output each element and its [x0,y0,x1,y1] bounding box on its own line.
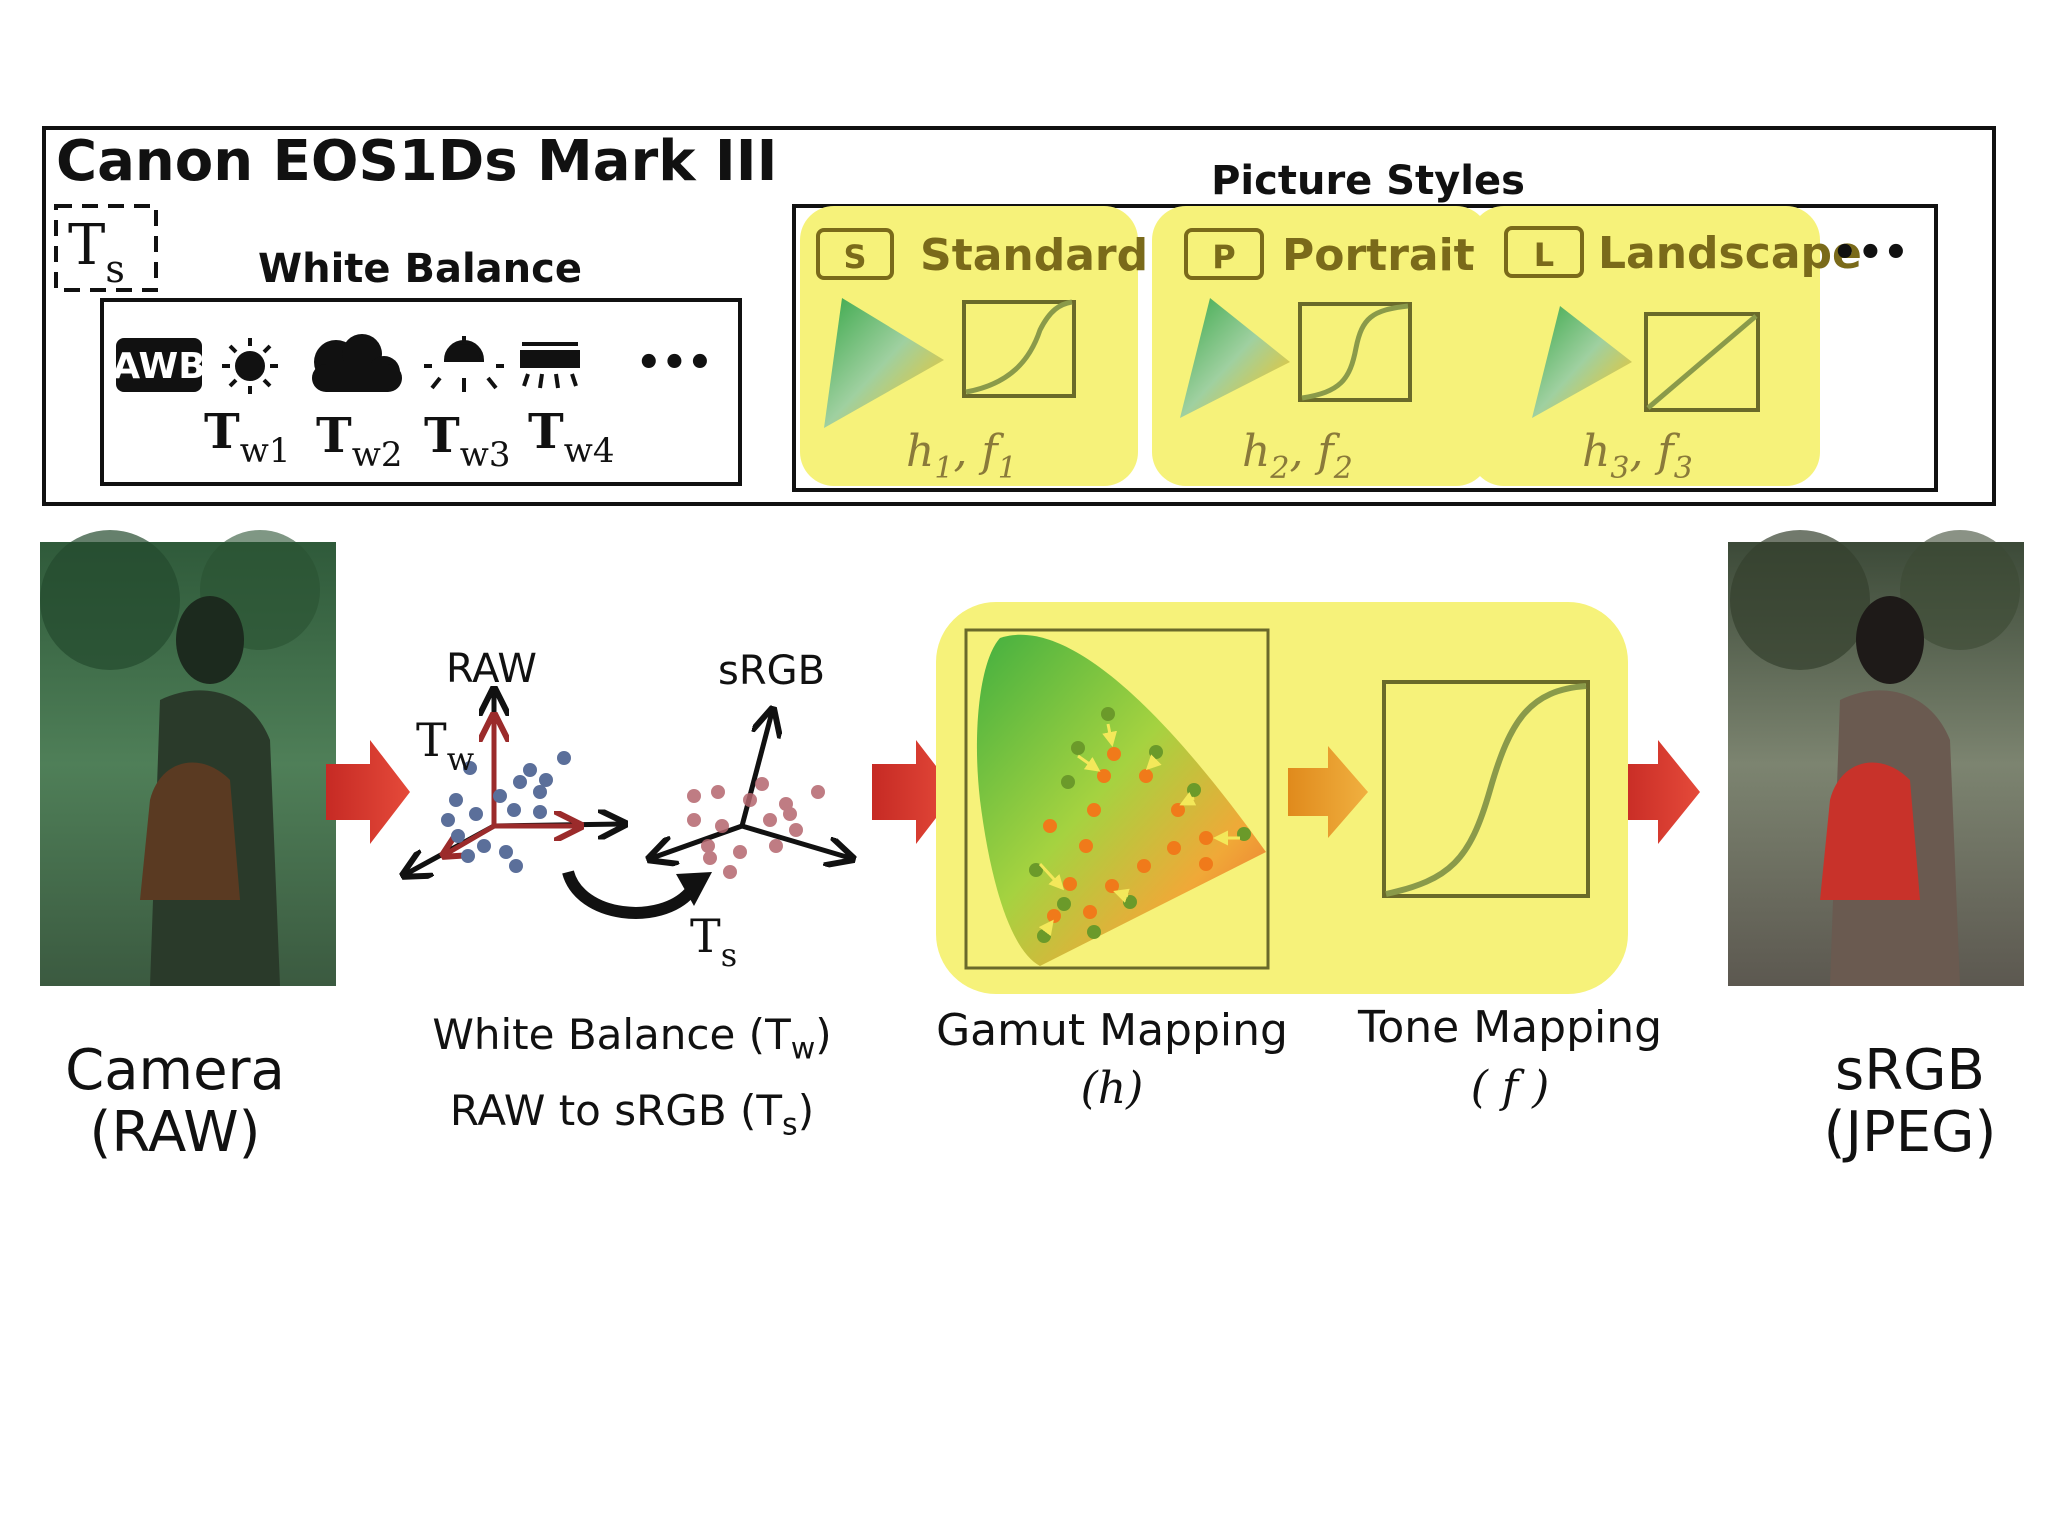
style-landscape-params: h3, f3 [1582,426,1693,486]
gamut-mapping-box [964,628,1270,970]
srgb-photo [1728,530,2024,986]
ts-label: Ts [690,909,737,974]
style-standard-params: h1, f1 [906,426,1017,486]
ts-box-symbol: Ts [68,213,125,291]
style-portrait-gamut-icon [1180,298,1290,418]
style-landscape-badge [1504,226,1584,278]
ts-dashed-box [54,204,158,292]
style-landscape-gamut-icon [1532,306,1632,418]
arrow-gamut-to-tone [1288,746,1368,838]
srgb-output-line2: (JPEG) [1823,1100,1997,1165]
style-landscape-tone-icon [1644,312,1760,412]
wb-caption: White Balance (Tw) RAW to sRGB (Ts) [402,1004,862,1157]
tw-label: Tw [416,713,474,778]
style-standard-letter: S [843,238,866,276]
srgb-output-caption: sRGB (JPEG) [1780,1040,2040,1164]
tone-caption-line2: ( f ) [1470,1062,1550,1113]
white-balance-title: White Balance [258,246,582,292]
tw2-label: Tw2 [316,408,402,475]
white-balance-more: ••• [636,340,713,386]
picture-styles-more: ••• [1832,230,1909,276]
camera-raw-caption: Camera (RAW) [40,1040,310,1164]
gamut-caption: Gamut Mapping (h) [932,1002,1292,1118]
raw-photo [40,530,336,986]
style-standard-badge [816,228,894,280]
gamut-caption-line2: (h) [1080,1063,1144,1114]
ts-transform-arrow [562,869,712,919]
style-portrait-tone-curve [1301,303,1409,401]
tone-caption: Tone Mapping ( f ) [1330,998,1690,1118]
srgb-output-line1: sRGB [1835,1038,1985,1103]
style-standard-tone-icon [962,300,1076,398]
arrow-raw-to-wb [326,740,410,844]
srgb-axis-label: sRGB [718,648,825,694]
style-portrait-badge [1184,228,1264,280]
style-standard-tone-curve [965,299,1073,395]
raw-axis-label: RAW [446,646,537,692]
raw-color-space [406,692,622,874]
srgb-color-space [652,712,850,879]
svg-text:AWB: AWB [112,346,205,387]
style-portrait-name: Portrait [1282,230,1475,281]
camera-name: Canon EOS1Ds Mark III [56,129,777,194]
wb-caption-line1: White Balance (Tw) [432,1010,832,1067]
tw1-label: Tw1 [204,404,290,471]
arrow-tone-to-srgb [1618,740,1700,844]
style-landscape-name: Landscape [1598,228,1862,279]
style-landscape-letter: L [1534,236,1554,274]
camera-raw-line2: (RAW) [89,1100,261,1165]
camera-raw-line1: Camera [65,1038,285,1103]
tone-mapping-box [1382,680,1590,898]
style-standard-gamut-icon [824,298,944,428]
tw3-label: Tw3 [424,408,510,475]
cloud-icon [312,334,402,392]
awb-icon: AWB [112,338,206,392]
tone-caption-line1: Tone Mapping [1357,1002,1663,1053]
style-portrait-letter: P [1212,238,1235,276]
picture-styles-title: Picture Styles [1211,158,1525,204]
white-balance-box [100,298,742,486]
tungsten-icon [424,336,504,392]
tone-curve [1385,683,1587,897]
style-portrait-tone-icon [1298,302,1412,402]
fluorescent-icon [520,342,580,389]
gamut-caption-line1: Gamut Mapping [936,1005,1288,1056]
wb-caption-line2: RAW to sRGB (Ts) [449,1086,815,1143]
gamut-points [1029,707,1251,943]
arrow-wb-to-gamut [872,740,956,844]
style-landscape-tone-curve [1646,314,1758,410]
tw4-label: Tw4 [528,404,614,471]
sun-icon [222,338,278,394]
style-standard-name: Standard [920,230,1148,281]
